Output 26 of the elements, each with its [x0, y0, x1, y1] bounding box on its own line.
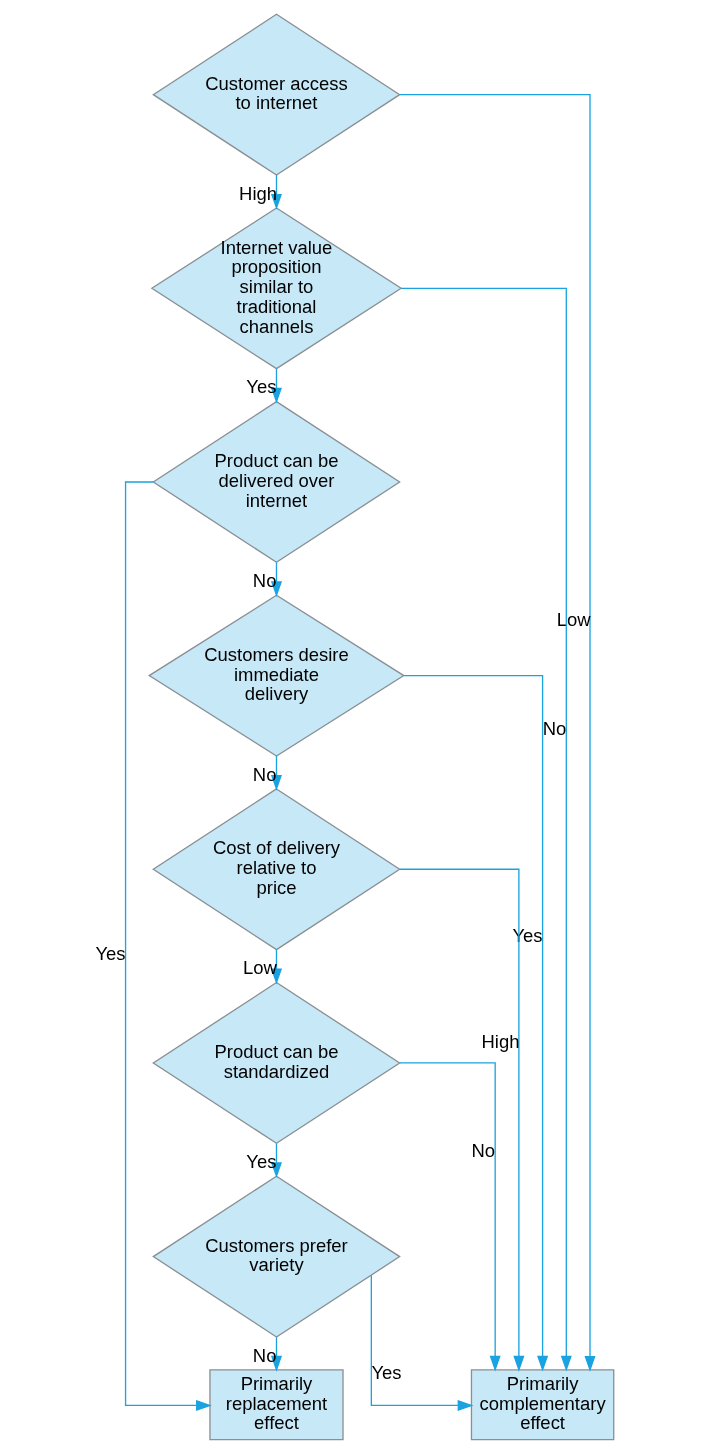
arrow — [399, 868, 525, 1372]
node-diamond: Customers desire immediate delivery — [147, 594, 405, 757]
edge-label: Yes — [246, 1150, 277, 1172]
edge-label: Yes — [246, 376, 277, 398]
node-box: Primarily replacement effect — [209, 1369, 344, 1441]
edge-label: No — [252, 569, 277, 591]
arrow — [399, 94, 596, 1372]
edge-label: No — [252, 763, 277, 785]
edge-label: Yes — [371, 1361, 402, 1383]
arrow — [400, 287, 572, 1372]
edge-label: No — [252, 1344, 277, 1366]
arrow — [403, 674, 549, 1372]
node-diamond: Internet value proposition similar to traditional channels — [150, 207, 403, 370]
arrow — [370, 1274, 474, 1411]
node-diamond: Cost of delivery relative to price — [152, 788, 401, 951]
node-diamond: Product can be delivered over internet — [152, 400, 401, 564]
arrow — [124, 481, 212, 1411]
node-diamond: Customers prefer variety — [152, 1175, 401, 1338]
node-diamond: Product can be standardized — [152, 981, 401, 1145]
edge-label: Yes — [95, 943, 126, 965]
node-diamond: Customer access to internet — [152, 13, 401, 176]
node-box: Primarily complementary effect — [470, 1369, 615, 1441]
edge-label: High — [239, 182, 277, 204]
arrow — [399, 1062, 501, 1372]
edge-label: No — [471, 1139, 496, 1161]
edge-label: No — [542, 717, 567, 739]
